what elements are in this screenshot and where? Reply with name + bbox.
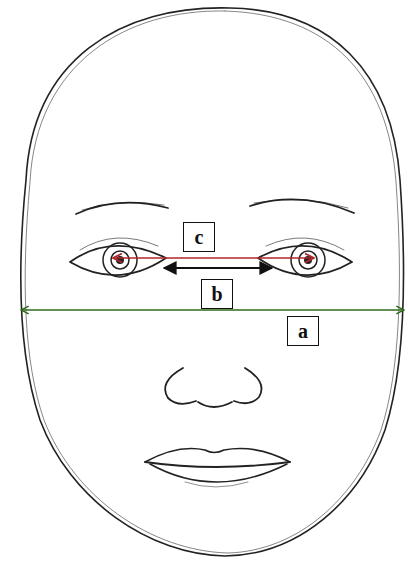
right-eyebrow bbox=[250, 199, 354, 213]
right-iris bbox=[291, 243, 325, 277]
face-outline bbox=[21, 8, 404, 556]
upper-lip bbox=[145, 449, 290, 463]
nose-right bbox=[234, 368, 262, 403]
lip-line bbox=[145, 462, 290, 467]
callout-letter: c bbox=[195, 227, 204, 247]
measure-label-box: c bbox=[183, 222, 215, 252]
left-iris bbox=[103, 243, 137, 277]
lower-lip bbox=[150, 464, 287, 482]
callout-letter: b bbox=[211, 284, 222, 304]
left-pupil bbox=[111, 251, 129, 269]
interpupillary-arrow bbox=[113, 257, 314, 259]
nose-bottom bbox=[198, 402, 232, 407]
left-eye bbox=[70, 246, 166, 275]
intercanthal-arrow bbox=[164, 267, 272, 269]
lower-lip-shade bbox=[185, 482, 248, 487]
face-outline-sketch bbox=[25, 11, 399, 553]
measure-label-box: a bbox=[287, 316, 319, 346]
right-eyebrow-sketch bbox=[254, 199, 348, 208]
right-eye bbox=[258, 246, 352, 275]
left-eyebrow bbox=[76, 203, 168, 214]
nose-left bbox=[165, 368, 196, 404]
left-eyelid bbox=[80, 238, 158, 250]
callout-letter: a bbox=[298, 321, 308, 341]
face-width-arrow bbox=[21, 309, 404, 311]
measure-label-box: b bbox=[201, 279, 233, 309]
left-eyebrow-sketch bbox=[82, 202, 164, 210]
right-pupil bbox=[299, 251, 317, 269]
